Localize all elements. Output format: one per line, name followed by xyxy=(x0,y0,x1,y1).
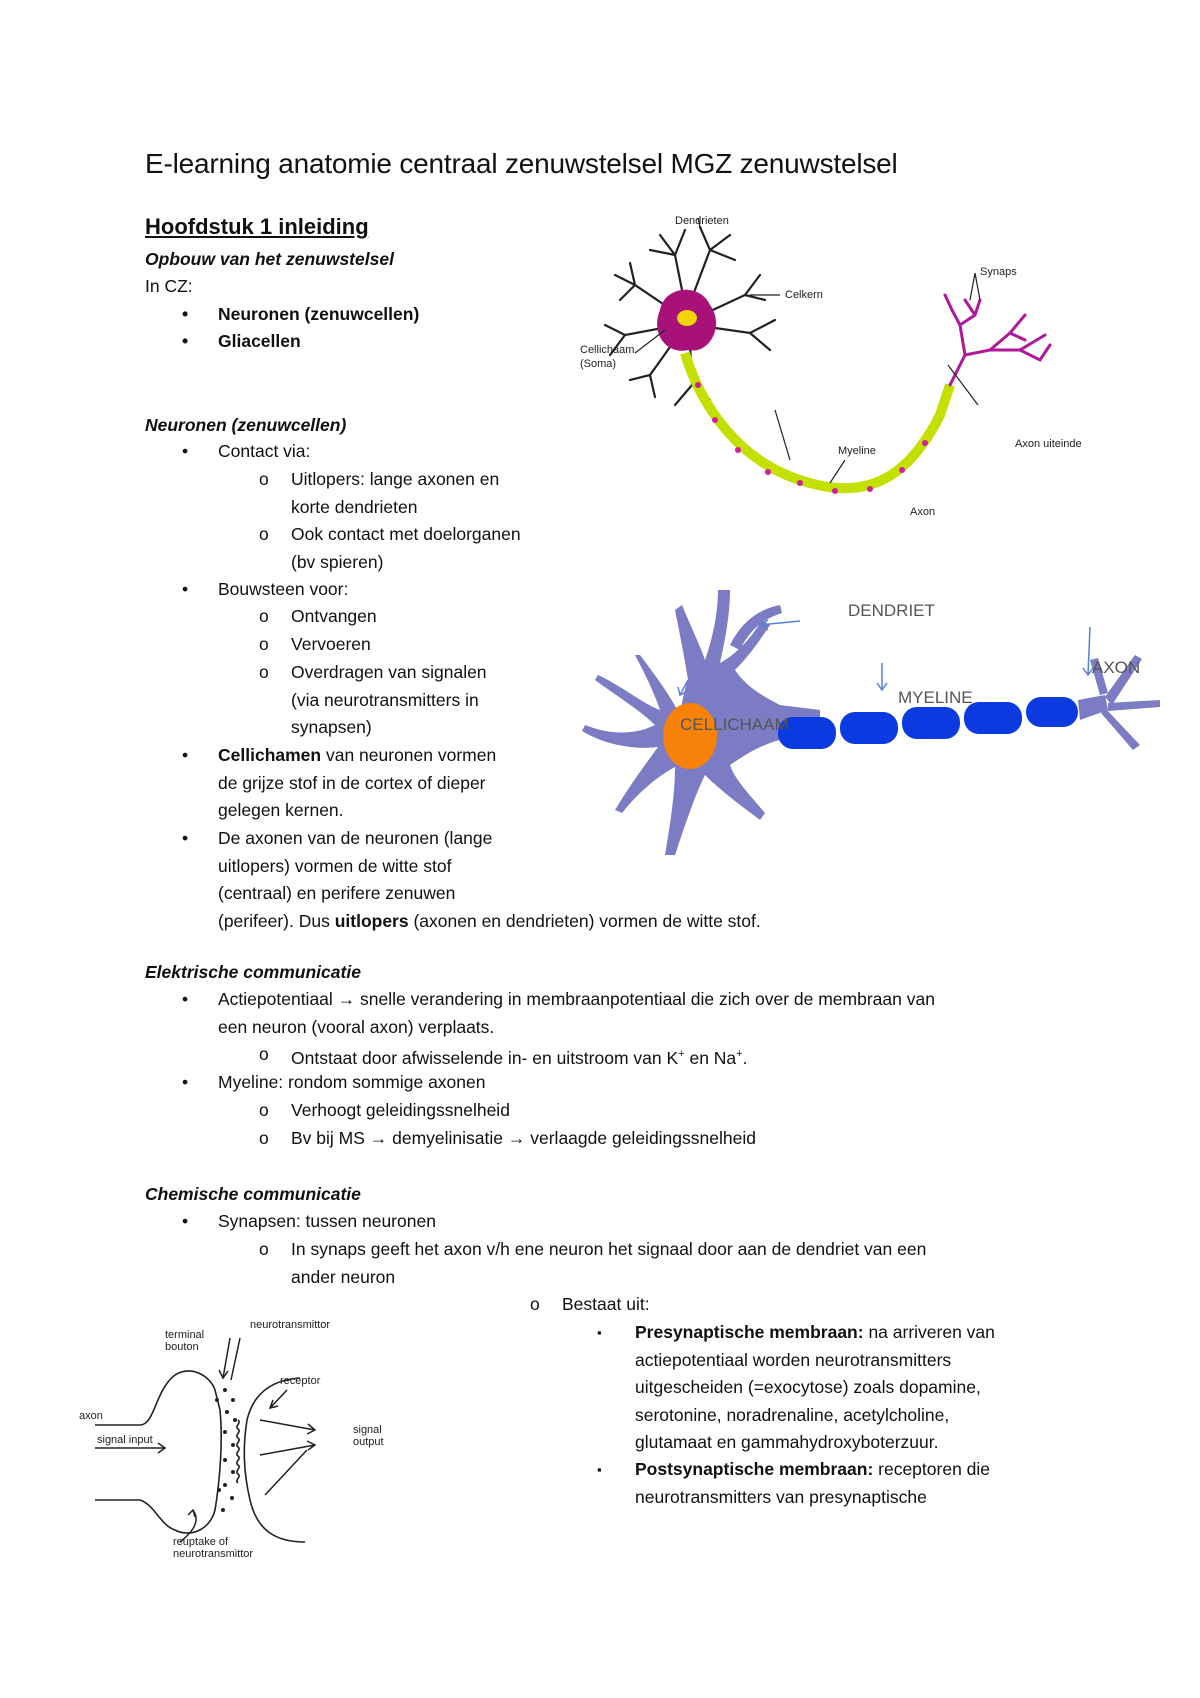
list-item: •Actiepotentiaal → snelle verandering in… xyxy=(182,989,935,1037)
neuron-diagram-1: Dendrieten Synaps Celkern Cellichaam (So… xyxy=(580,215,1082,518)
neurotransmitter-vesicles xyxy=(215,1388,237,1512)
chapter-heading: Hoofdstuk 1 inleiding xyxy=(145,214,369,239)
label-bouton: bouton xyxy=(165,1341,199,1353)
intro-text: In CZ: xyxy=(145,276,193,296)
section-heading-chemisch: Chemische communicatie xyxy=(145,1184,361,1204)
neuron-diagram-2: DENDRIET AXON MYELINE CELLICHAAM xyxy=(582,590,1160,855)
label-axon-uiteinde: Axon uiteinde xyxy=(1015,438,1082,450)
label-synaps: Synaps xyxy=(980,266,1017,278)
label-output: output xyxy=(353,1436,384,1448)
presynaptic-terminal xyxy=(95,1370,222,1534)
list-item: •Gliacellen xyxy=(182,331,301,351)
label-neurotransmittor: neurotransmittor xyxy=(250,1320,330,1331)
label-axon: axon xyxy=(79,1410,103,1422)
label-dendrieten: Dendrieten xyxy=(675,215,729,227)
myelin-nodes xyxy=(695,382,928,494)
list-item: •Neuronen (zenuwcellen) xyxy=(182,304,420,324)
label-arrows xyxy=(677,619,1094,697)
list-item: •Bouwsteen voor: xyxy=(182,579,349,599)
label-axon: AXON xyxy=(1092,658,1140,677)
synapse-diagram: terminal bouton neurotransmittor recepto… xyxy=(79,1320,384,1560)
label-reuptake: reuptake of xyxy=(173,1536,229,1548)
list-item: ▪Postsynaptische membraan: receptoren di… xyxy=(597,1459,991,1507)
label-celkern: Celkern xyxy=(785,289,823,301)
label-dendriet: DENDRIET xyxy=(848,601,935,620)
label-signal-input: signal input xyxy=(97,1434,153,1446)
section-heading-opbouw: Opbouw van het zenuwstelsel xyxy=(145,249,394,269)
nucleus xyxy=(677,310,697,326)
myelin-segments xyxy=(778,697,1078,749)
label-axon: Axon xyxy=(910,506,935,518)
label-cellichaam: CELLICHAAM xyxy=(680,715,789,734)
label-cellichaam: Cellichaam xyxy=(580,344,634,356)
label-terminal: terminal xyxy=(165,1329,204,1341)
list-item: •Myeline: rondom sommige axonen xyxy=(182,1072,486,1092)
list-item: •Contact via: xyxy=(182,441,311,461)
list-item: ▪Presynaptische membraan: na arriveren v… xyxy=(597,1322,995,1452)
axon xyxy=(680,351,955,494)
section-heading-neuronen: Neuronen (zenuwcellen) xyxy=(145,415,347,435)
list-item: •Synapsen: tussen neuronen xyxy=(182,1211,436,1231)
label-myeline: Myeline xyxy=(838,445,876,457)
document-title: E-learning anatomie centraal zenuwstelse… xyxy=(145,148,898,179)
label-soma: (Soma) xyxy=(580,358,616,370)
label-pointers xyxy=(634,217,981,484)
axon-terminal xyxy=(1078,655,1160,750)
postsynaptic-membrane xyxy=(243,1377,306,1543)
nucleus xyxy=(663,703,717,769)
section-heading-elektrisch: Elektrische communicatie xyxy=(145,962,361,982)
label-signal: signal xyxy=(353,1424,382,1436)
label-receptor: receptor xyxy=(280,1375,321,1387)
signal-arrows xyxy=(95,1337,317,1543)
axon-terminal xyxy=(943,293,1052,387)
label-reuptake-nt: neurotransmittor xyxy=(173,1548,253,1560)
label-myeline: MYELINE xyxy=(898,688,973,707)
